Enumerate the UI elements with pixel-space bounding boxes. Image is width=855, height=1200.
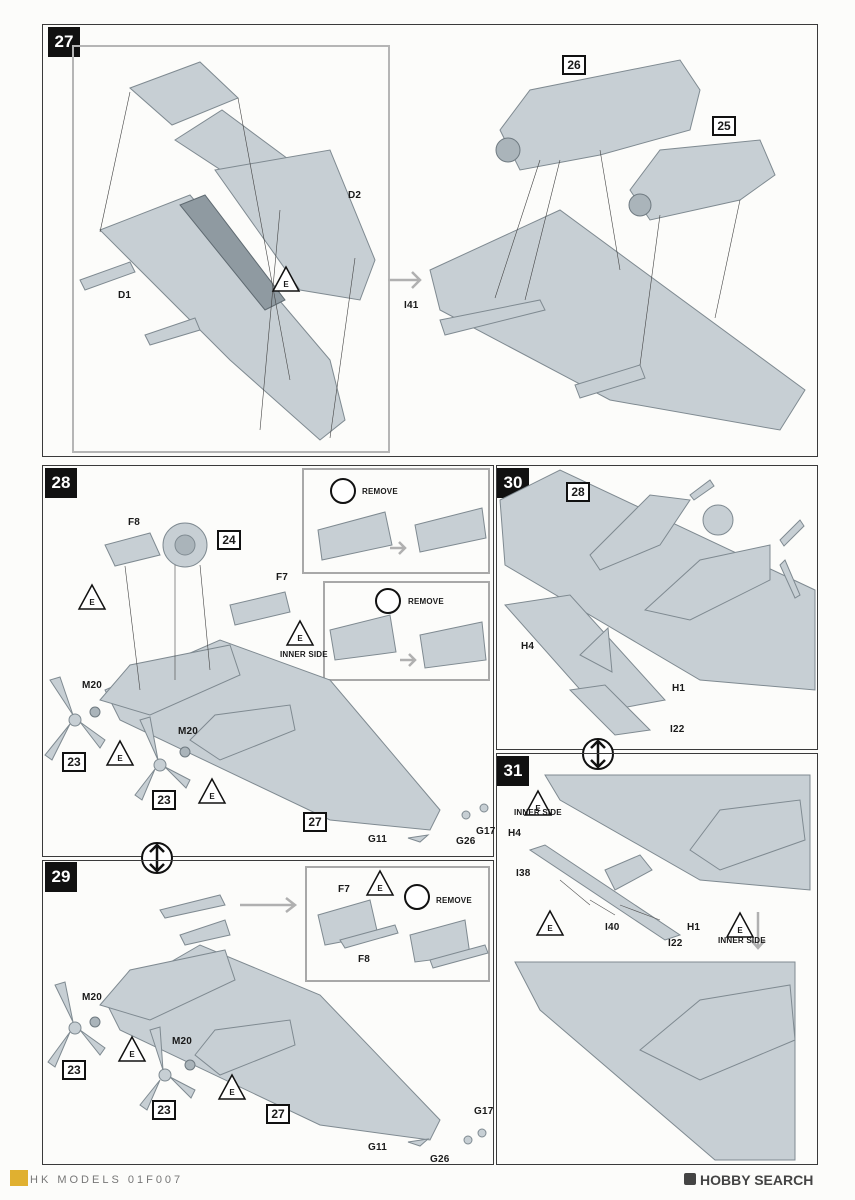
- callout-e-triangle: E: [285, 619, 315, 646]
- callout-e-triangle: E: [535, 909, 565, 936]
- remove-knife-icon: [375, 588, 401, 614]
- hobby-search-logo-icon: [684, 1173, 696, 1185]
- assembly-ref-27: 27: [266, 1104, 290, 1124]
- remove-label-b: REMOVE: [408, 597, 444, 606]
- callout-e-triangle: E: [523, 789, 553, 816]
- remove-knife-icon: [404, 884, 430, 910]
- step-27-left-wing-drawing: [79, 59, 806, 441]
- part-label-g26: G26: [430, 1154, 450, 1165]
- remove-knife-icon: [330, 478, 356, 504]
- part-label-h1: H1: [672, 683, 686, 694]
- step-number-28: 28: [45, 468, 77, 498]
- assembly-ref-27: 27: [303, 812, 327, 832]
- part-label-m20: M20: [178, 726, 199, 737]
- part-label-f7: F7: [338, 884, 351, 895]
- part-label-m20: M20: [172, 1036, 193, 1047]
- step-28-drawing: [44, 507, 489, 874]
- inner-side-label: INNER SIDE: [514, 808, 562, 817]
- assembly-ref-25: 25: [712, 116, 736, 136]
- step-29-drawing: [47, 894, 489, 1147]
- step-number-27: 27: [48, 27, 80, 57]
- part-label-i22: I22: [670, 724, 685, 735]
- part-label-i41: I41: [404, 300, 419, 311]
- part-label-g17: G17: [476, 826, 496, 837]
- part-label-h4: H4: [521, 641, 535, 652]
- step-28-remove-box-b: [323, 581, 490, 681]
- step-30-drawing: [499, 469, 816, 770]
- remove-label-a: REMOVE: [362, 487, 398, 496]
- part-label-m20: M20: [82, 680, 103, 691]
- step-29-panel: [42, 860, 494, 1165]
- step-number-29: 29: [45, 862, 77, 892]
- assembly-ref-23: 23: [152, 790, 176, 810]
- inner-side-label: INNER SIDE: [718, 936, 766, 945]
- footer-brand: HK MODELS 01F007: [30, 1174, 183, 1186]
- part-label-i38: I38: [516, 868, 531, 879]
- part-label-f8: F8: [358, 954, 371, 965]
- part-label-d1: D1: [118, 290, 132, 301]
- hk-models-logo: [10, 1170, 28, 1186]
- callout-e-triangle: E: [217, 1073, 247, 1100]
- step-31-panel: [496, 753, 818, 1165]
- assembly-ref-23: 23: [152, 1100, 176, 1120]
- remove-label: REMOVE: [436, 896, 472, 905]
- callout-e-triangle: E: [725, 911, 755, 938]
- brand-name: HK MODELS: [30, 1174, 122, 1186]
- part-label-g11: G11: [368, 834, 387, 845]
- assembly-ref-23: 23: [62, 752, 86, 772]
- inner-side-label: INNER SIDE: [280, 650, 328, 659]
- callout-e-triangle: E: [77, 583, 107, 610]
- callout-e-triangle: E: [271, 265, 301, 292]
- watermark: HOBBY SEARCH: [700, 1172, 814, 1188]
- product-code: 01F007: [127, 1174, 184, 1186]
- part-label-h1: H1: [687, 922, 701, 933]
- part-label-g17: G17: [474, 1106, 494, 1117]
- callout-e-triangle: E: [365, 869, 395, 896]
- assembly-ref-24: 24: [217, 530, 241, 550]
- part-label-g26: G26: [456, 836, 476, 847]
- step-29-remove-box: [305, 866, 490, 982]
- part-label-d2: D2: [348, 190, 362, 201]
- callout-e-triangle: E: [117, 1035, 147, 1062]
- part-label-i22: I22: [668, 938, 683, 949]
- step-28-remove-box-a: [302, 468, 490, 574]
- part-label-f7: F7: [276, 572, 289, 583]
- step-31-drawing: [514, 774, 811, 1161]
- assembly-ref-23: 23: [62, 1060, 86, 1080]
- assembly-ref-26: 26: [562, 55, 586, 75]
- part-label-g11: G11: [368, 1142, 387, 1153]
- part-label-f8: F8: [128, 517, 141, 528]
- assembly-ref-28: 28: [566, 482, 590, 502]
- step-28-panel: [42, 465, 494, 857]
- part-label-m20: M20: [82, 992, 103, 1003]
- part-label-h4: H4: [508, 828, 522, 839]
- step-27-subassembly-frame: [72, 45, 390, 453]
- step-number-31: 31: [497, 756, 529, 786]
- step-27-panel: [42, 24, 818, 457]
- part-label-i40: I40: [605, 922, 620, 933]
- callout-e-triangle: E: [197, 777, 227, 804]
- callout-e-triangle: E: [105, 739, 135, 766]
- step-30-panel: [496, 465, 818, 750]
